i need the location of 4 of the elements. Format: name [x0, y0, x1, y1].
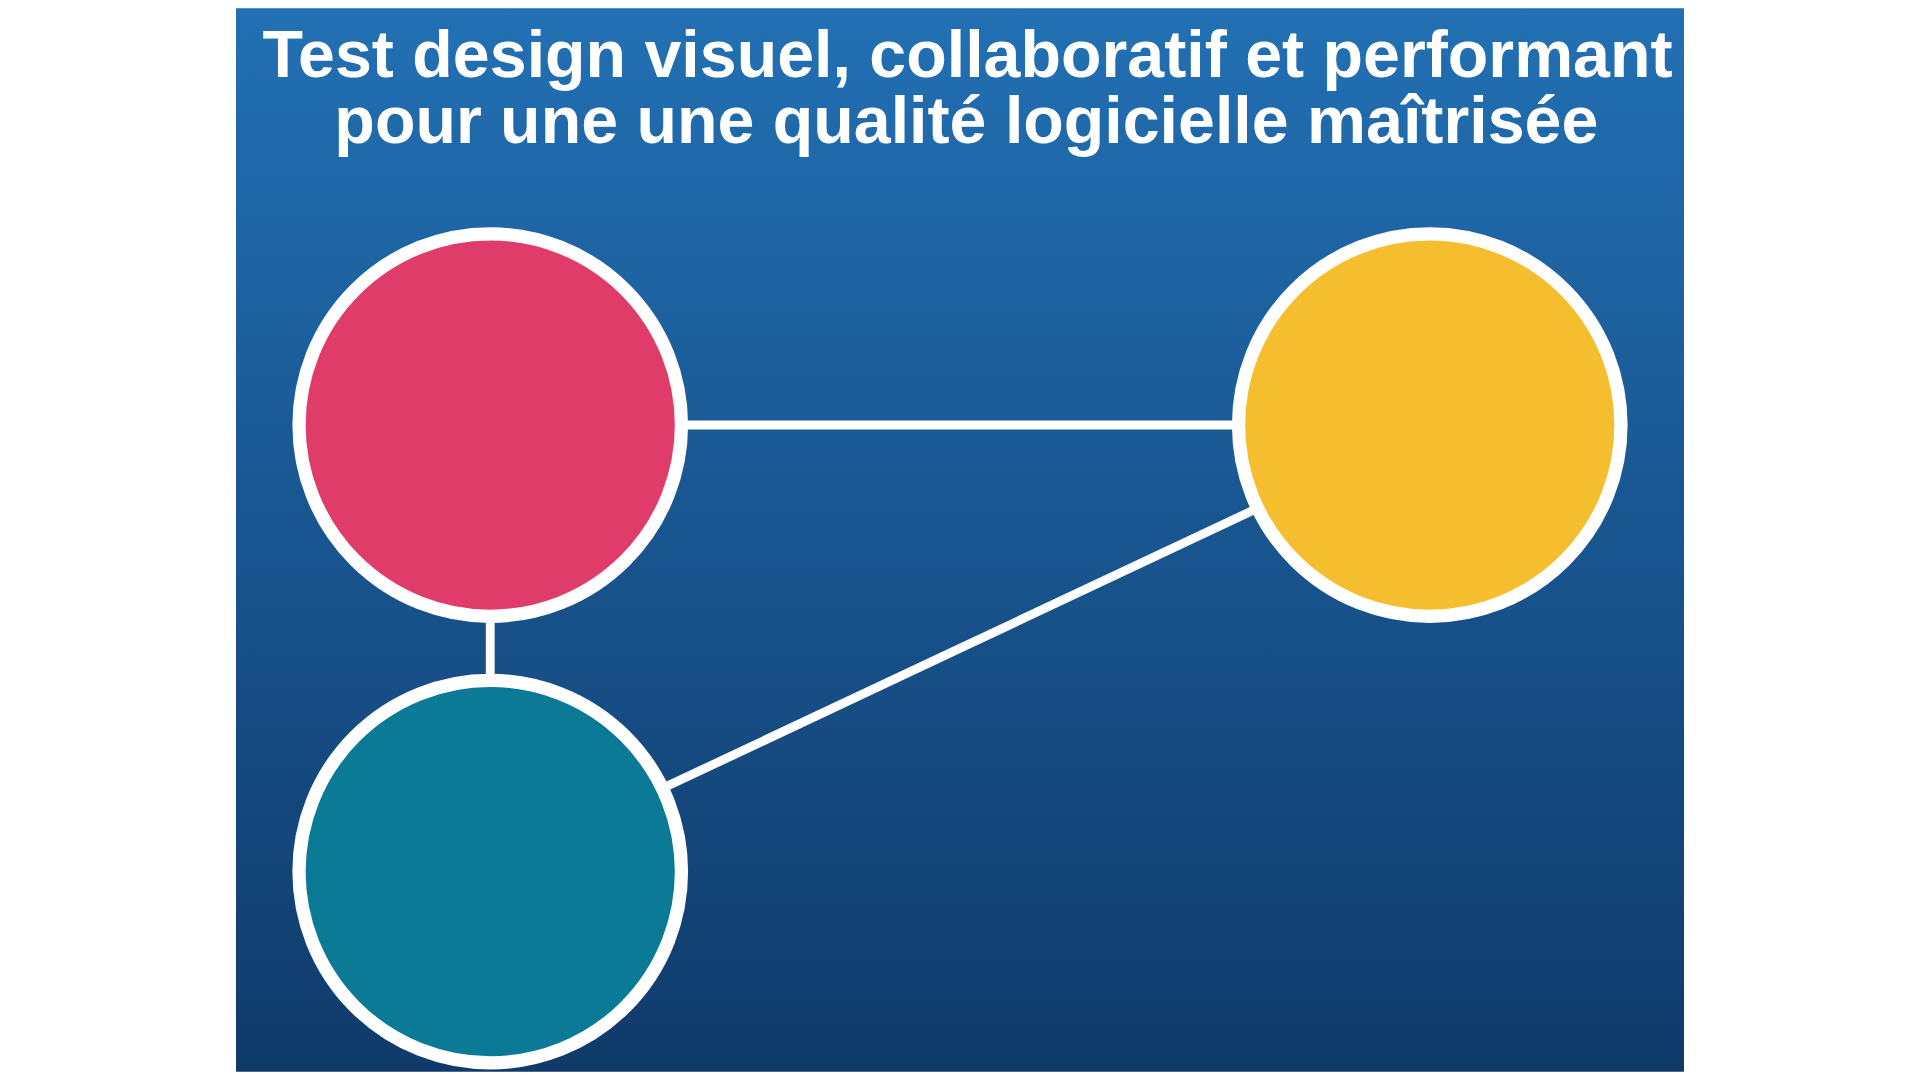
- node-circle: [292, 227, 689, 623]
- node-circle: [1231, 227, 1628, 623]
- diagram-title: Test design visuel, collaboratif et performant pour une une qualité logicielle maîtrisée: [262, 16, 1673, 158]
- node-circle: [292, 673, 689, 1070]
